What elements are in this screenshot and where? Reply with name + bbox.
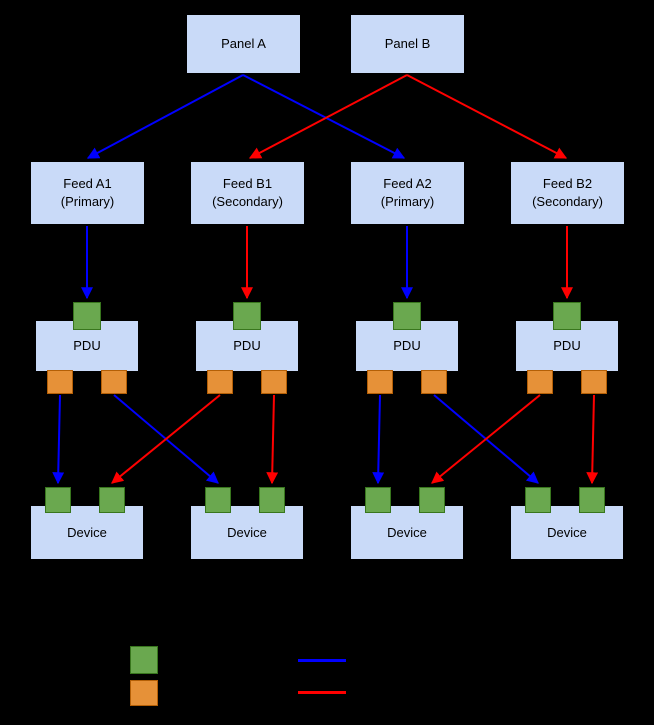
- arrow-panel-b-to-feed-b1: [248, 74, 408, 159]
- device-4-input-port-left: [525, 487, 551, 513]
- feed-b1-node: Feed B1 (Secondary): [190, 161, 305, 225]
- pdu-4-output-port-left: [527, 370, 553, 394]
- pdu-3-output-port-right: [421, 370, 447, 394]
- legend-primary-line: [298, 659, 346, 662]
- arrow-panel-a-to-feed-a1: [86, 74, 244, 159]
- feed-a1-node: Feed A1 (Primary): [30, 161, 145, 225]
- pdu-1-node: PDU: [35, 320, 139, 372]
- arrow-pdu3-to-device3: [372, 394, 385, 485]
- feed-a2-role: (Primary): [380, 194, 435, 209]
- arrow-pdu2-to-device2: [266, 394, 279, 485]
- arrow-panel-a-to-feed-a2: [242, 74, 406, 159]
- arrow-pdu2-to-device1: [111, 394, 221, 484]
- device-4-node: Device: [510, 505, 624, 560]
- device-3-node: Device: [350, 505, 464, 560]
- legend-secondary-line: [298, 691, 346, 694]
- pdu-3-input-port: [393, 302, 421, 330]
- legend-output-port-swatch: [130, 680, 158, 706]
- panel-b-node: Panel B: [350, 14, 465, 74]
- pdu-4-label: PDU: [553, 338, 581, 354]
- device-2-input-port-left: [205, 487, 231, 513]
- feed-b2-role: (Secondary): [532, 194, 603, 209]
- device-2-input-port-right: [259, 487, 285, 513]
- device-4-input-port-right: [579, 487, 605, 513]
- legend-input-port-swatch: [130, 646, 158, 674]
- pdu-3-output-port-left: [367, 370, 393, 394]
- device-1-label: Device: [67, 524, 107, 540]
- device-2-node: Device: [190, 505, 304, 560]
- device-1-node: Device: [30, 505, 144, 560]
- device-1-input-port-right: [99, 487, 125, 513]
- pdu-4-output-port-right: [581, 370, 607, 394]
- device-1-input-port-left: [45, 487, 71, 513]
- arrow-pdu1-to-device1: [52, 394, 65, 485]
- pdu-1-output-port-right: [101, 370, 127, 394]
- arrow-pdu4-to-device3: [431, 394, 541, 484]
- feed-a2-node: Feed A2 (Primary): [350, 161, 465, 225]
- panel-a-node: Panel A: [186, 14, 301, 74]
- pdu-2-input-port: [233, 302, 261, 330]
- feed-a2-name: Feed A2: [383, 176, 432, 192]
- device-3-input-port-right: [419, 487, 445, 513]
- pdu-2-output-port-right: [261, 370, 287, 394]
- device-4-label: Device: [547, 524, 587, 540]
- device-2-label: Device: [227, 524, 267, 540]
- device-3-input-port-left: [365, 487, 391, 513]
- pdu-2-output-port-left: [207, 370, 233, 394]
- pdu-4-input-port: [553, 302, 581, 330]
- feed-b1-name: Feed B1: [222, 176, 273, 192]
- feed-a1-role: (Primary): [60, 194, 115, 209]
- feed-a1-name: Feed A1: [63, 176, 112, 192]
- pdu-1-output-port-left: [47, 370, 73, 394]
- pdu-1-label: PDU: [73, 338, 101, 354]
- arrow-pdu4-to-device4: [586, 394, 599, 485]
- feed-b2-name: Feed B2: [542, 176, 593, 192]
- arrow-panel-b-to-feed-b2: [406, 74, 568, 159]
- pdu-4-node: PDU: [515, 320, 619, 372]
- panel-b-label: Panel B: [384, 36, 431, 52]
- panel-a-label: Panel A: [221, 36, 266, 52]
- device-3-label: Device: [387, 524, 427, 540]
- feed-b2-node: Feed B2 (Secondary): [510, 161, 625, 225]
- pdu-2-label: PDU: [233, 338, 261, 354]
- pdu-1-input-port: [73, 302, 101, 330]
- feed-b1-role: (Secondary): [212, 194, 283, 209]
- pdu-3-label: PDU: [393, 338, 421, 354]
